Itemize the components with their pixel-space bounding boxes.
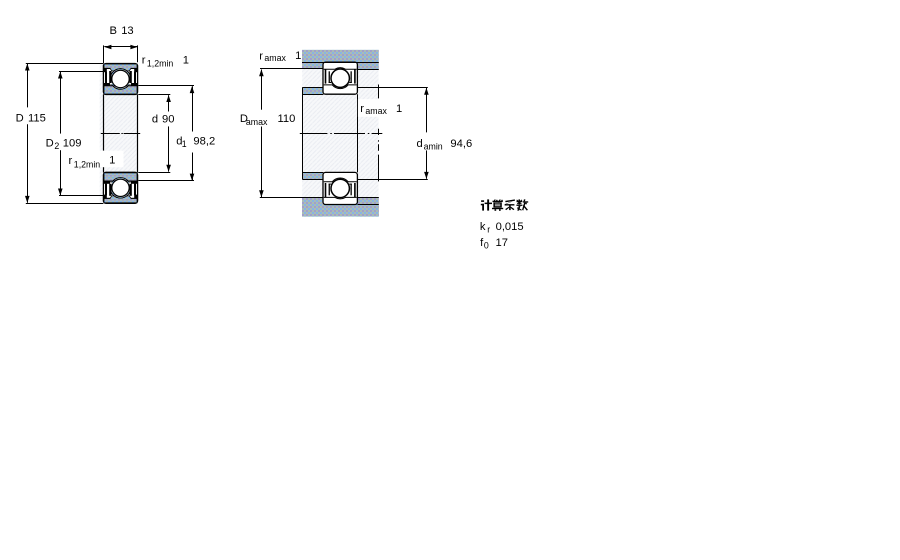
svg-text:94,6: 94,6 bbox=[450, 138, 472, 150]
svg-text:d: d bbox=[176, 135, 182, 147]
svg-text:98,2: 98,2 bbox=[193, 135, 215, 147]
svg-text:90: 90 bbox=[162, 113, 174, 125]
svg-text:amax: amax bbox=[264, 53, 286, 63]
svg-text:D: D bbox=[240, 113, 248, 125]
svg-text:13: 13 bbox=[121, 25, 133, 37]
svg-text:amin: amin bbox=[424, 141, 443, 151]
svg-text:17: 17 bbox=[496, 237, 508, 249]
svg-text:1: 1 bbox=[182, 139, 187, 149]
svg-text:110: 110 bbox=[278, 113, 296, 125]
svg-text:r: r bbox=[259, 50, 263, 62]
svg-text:D: D bbox=[46, 137, 54, 149]
svg-text:109: 109 bbox=[63, 137, 82, 149]
svg-text:d: d bbox=[152, 113, 158, 125]
svg-text:f: f bbox=[480, 237, 484, 249]
svg-text:r: r bbox=[142, 54, 146, 66]
svg-text:1: 1 bbox=[295, 50, 301, 62]
svg-text:1: 1 bbox=[183, 54, 189, 66]
svg-text:r: r bbox=[360, 103, 364, 115]
svg-text:1,2min: 1,2min bbox=[74, 159, 101, 169]
svg-text:r: r bbox=[69, 155, 73, 167]
svg-text:amax: amax bbox=[365, 106, 387, 116]
svg-text:B: B bbox=[110, 25, 117, 37]
svg-text:0,015: 0,015 bbox=[496, 221, 524, 233]
svg-text:1: 1 bbox=[396, 103, 402, 115]
svg-text:k: k bbox=[480, 221, 486, 233]
svg-text:0: 0 bbox=[484, 241, 489, 251]
svg-text:amax: amax bbox=[246, 117, 268, 127]
svg-text:D: D bbox=[16, 112, 24, 124]
svg-text:r: r bbox=[487, 225, 490, 235]
svg-text:1,2min: 1,2min bbox=[147, 59, 174, 69]
svg-text:115: 115 bbox=[28, 112, 46, 124]
svg-text:2: 2 bbox=[54, 141, 59, 151]
svg-text:d: d bbox=[417, 138, 423, 150]
svg-text:1: 1 bbox=[109, 155, 115, 167]
